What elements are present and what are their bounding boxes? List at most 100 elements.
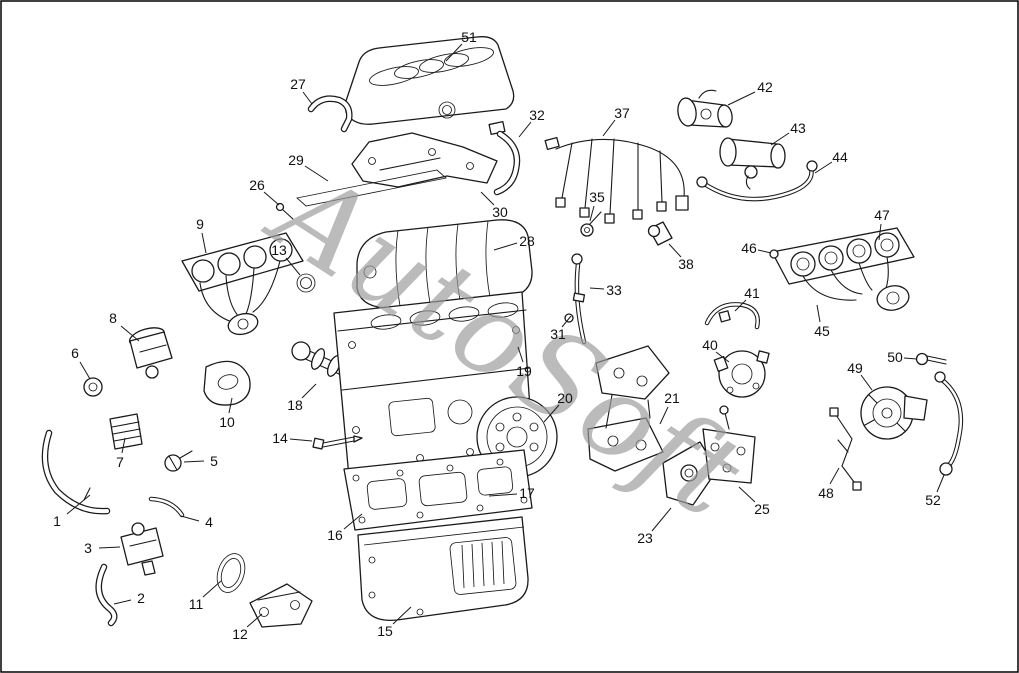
- leader-line-20: [543, 404, 560, 423]
- part-pipe-44: [696, 160, 818, 202]
- part-stud-26: [275, 202, 294, 220]
- leader-line-49: [860, 374, 873, 391]
- callout-8: 8: [109, 310, 117, 326]
- callout-45: 45: [814, 323, 830, 339]
- part-o-ring-13: [296, 273, 316, 293]
- callout-11: 11: [189, 596, 204, 612]
- callout-5: 5: [210, 453, 218, 469]
- callout-13: 13: [271, 242, 287, 258]
- part-exhaust-manifold-left: [181, 232, 304, 336]
- callout-18: 18: [287, 397, 303, 413]
- part-hose-2: [95, 563, 118, 627]
- leader-line-30: [480, 191, 495, 206]
- callout-49: 49: [847, 360, 863, 376]
- callout-50: 50: [887, 349, 903, 365]
- leader-line-21: [659, 406, 669, 425]
- callout-7: 7: [116, 454, 124, 470]
- leader-line-48: [829, 467, 840, 485]
- part-valve-3: [120, 522, 164, 576]
- leader-line-23: [651, 507, 672, 532]
- leader-line-43: [770, 132, 790, 146]
- callout-44: 44: [832, 149, 848, 165]
- leader-line-17: [488, 493, 518, 497]
- part-dipstick-tube: [564, 253, 587, 345]
- leader-line-31: [561, 315, 572, 328]
- callout-51: 51: [461, 29, 477, 45]
- leader-line-11: [202, 580, 222, 598]
- part-hose-1: [41, 429, 111, 515]
- part-cap-6: [83, 377, 103, 397]
- leader-line-45: [816, 304, 821, 323]
- callout-29: 29: [288, 152, 304, 168]
- leader-line-8: [120, 325, 140, 342]
- callout-23: 23: [637, 530, 653, 546]
- callout-40: 40: [702, 337, 718, 353]
- leader-line-33: [589, 287, 605, 290]
- leader-line-19: [517, 346, 524, 363]
- part-oil-filter-housing: [128, 327, 173, 379]
- callout-9: 9: [196, 216, 204, 232]
- part-egr-valve: [677, 89, 733, 128]
- callout-17: 17: [519, 485, 535, 501]
- leader-line-18: [301, 383, 317, 399]
- callout-32: 32: [529, 107, 545, 123]
- part-sensor-5: [164, 450, 193, 472]
- callout-37: 37: [614, 105, 630, 121]
- callout-33: 33: [606, 282, 622, 298]
- leader-line-47: [878, 223, 882, 241]
- callout-15: 15: [377, 623, 393, 639]
- callout-10: 10: [219, 414, 235, 430]
- callout-1: 1: [53, 513, 61, 529]
- part-pipe-41: [704, 302, 760, 330]
- callout-16: 16: [327, 527, 343, 543]
- part-intake-manifold-upper: [356, 219, 533, 309]
- part-oil-pan: [357, 516, 529, 621]
- part-sensor-38: [647, 221, 673, 246]
- callout-14: 14: [272, 430, 288, 446]
- callout-12: 12: [232, 626, 248, 642]
- part-hose-4: [148, 496, 185, 518]
- leader-line-28: [493, 242, 518, 251]
- leader-line-1: [66, 494, 91, 515]
- part-breather-hose-27: [307, 95, 353, 133]
- part-pipe-52: [934, 371, 964, 476]
- leader-line-3: [98, 546, 121, 549]
- part-sensor-35: [580, 211, 602, 237]
- part-filter-7: [109, 413, 143, 450]
- leader-line-41: [734, 299, 747, 312]
- callout-2: 2: [137, 590, 145, 606]
- callout-6: 6: [71, 345, 79, 361]
- leader-line-38: [668, 243, 682, 258]
- part-elbow-10: [203, 360, 251, 406]
- leader-line-16: [343, 513, 363, 530]
- callout-3: 3: [84, 540, 92, 556]
- leader-line-29: [304, 165, 329, 182]
- part-bracket-48: [829, 407, 862, 491]
- part-bracket-23: [662, 441, 718, 506]
- callout-19: 19: [516, 363, 532, 379]
- part-gasket-11: [216, 553, 246, 593]
- callout-48: 48: [818, 485, 834, 501]
- leader-line-12: [246, 613, 263, 628]
- leader-line-40: [715, 351, 730, 363]
- part-wiring-harness: [544, 136, 689, 224]
- leader-line-27: [302, 91, 313, 105]
- callout-20: 20: [557, 390, 573, 406]
- leader-line-46: [757, 249, 772, 254]
- leader-line-5: [183, 460, 205, 463]
- callout-41: 41: [744, 285, 760, 301]
- leader-line-35: [589, 205, 595, 222]
- part-engine-cover: [345, 36, 515, 125]
- leader-line-4: [180, 515, 200, 522]
- callout-28: 28: [519, 233, 535, 249]
- part-vent-hose-32: [488, 121, 521, 196]
- leader-line-42: [727, 91, 756, 106]
- leader-line-7: [121, 437, 126, 454]
- part-bracket-21: [587, 345, 670, 472]
- part-engine-mount: [702, 405, 756, 484]
- part-bolt-14: [312, 435, 363, 450]
- leader-line-9: [201, 232, 207, 254]
